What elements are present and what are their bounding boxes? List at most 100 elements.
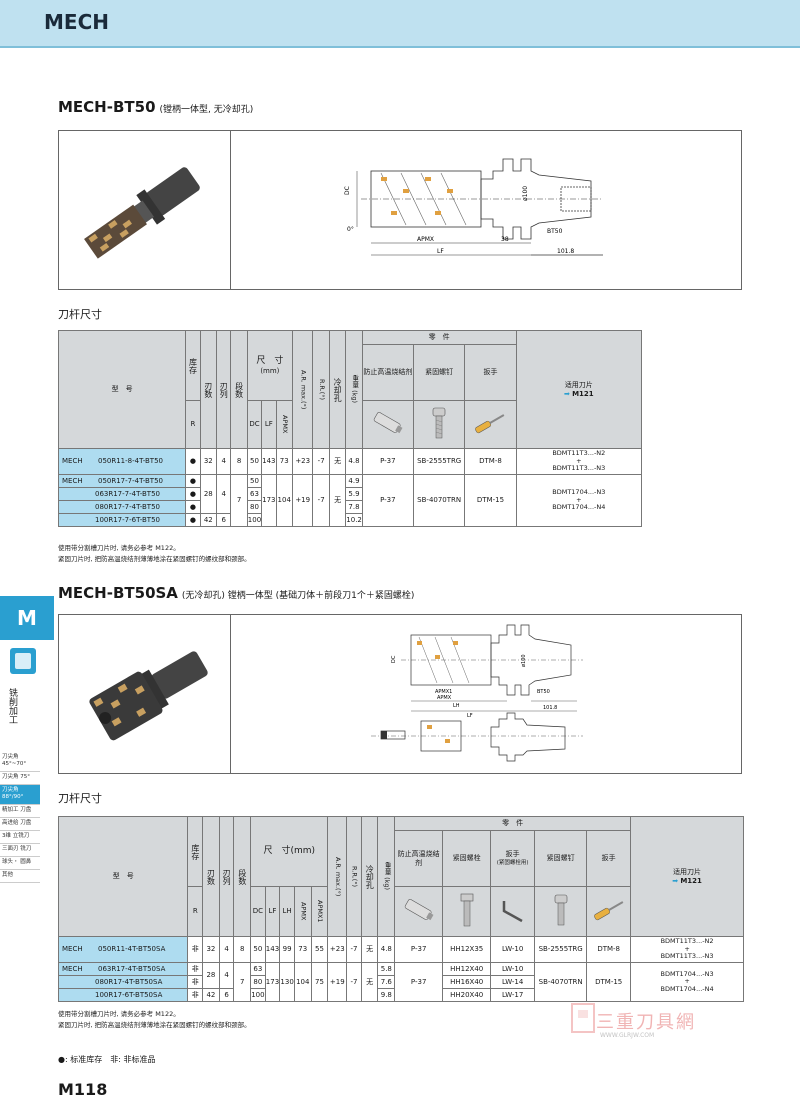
row-dc: 100: [246, 513, 263, 527]
row-model: 080R17-7-4T-BT50: [57, 500, 187, 514]
row-weight: 9.8: [377, 988, 396, 1002]
th-wrench-bolt: 扳手(紧固螺栓用): [490, 830, 536, 887]
row-rows: 6: [218, 988, 235, 1002]
th-ar: A.R. max.(°): [327, 816, 348, 937]
side-menu-item[interactable]: 刀尖角 45°~70°: [0, 752, 40, 772]
arrow-right-icon: ➡: [672, 876, 679, 885]
row-series: MECH: [62, 945, 83, 954]
section1-dims-title: 刀杆尺寸: [58, 308, 102, 321]
row-cool: 无: [360, 962, 379, 1002]
tool-photo-icon: [84, 167, 200, 259]
row-model: 063R17-7-4T-BT50: [57, 487, 187, 501]
wrench-icon: [464, 400, 517, 449]
section2-figure: DC ø100 APMX1 APMX LH LF BT50 101.8: [58, 614, 742, 774]
row-insert-2: BDMT11T3...-N3: [660, 952, 714, 961]
th-stock: 库存: [187, 816, 204, 887]
row-stock: 非: [187, 962, 204, 976]
side-tab-m[interactable]: M: [0, 596, 54, 640]
row-insert-plus: +: [684, 944, 690, 953]
th-wrench-bolt-text: 扳手: [505, 850, 520, 859]
row-insert-2: BDMT1704...-N4: [552, 503, 606, 512]
row-weight: 4.8: [377, 936, 396, 963]
th-apmx1: APMX1: [310, 886, 329, 937]
row-steps: 7: [230, 474, 248, 527]
row-stock: 非: [187, 988, 204, 1002]
dim-dc-label: DC: [391, 655, 397, 663]
dim-apmx-label: APMX: [437, 695, 452, 701]
row-model: MECH 050R11-4T-BT50SA: [57, 936, 189, 963]
row-apmx: 104: [275, 474, 293, 527]
dim-angle-label: 0°: [347, 226, 354, 233]
row-screw: SB-4070TRN: [412, 474, 466, 527]
th-dims-text: 尺 寸: [256, 356, 284, 367]
section2-title: MECH-BT50SA(无冷却孔) 镗柄一体型 (基础刀体＋前段刀1个＋紧固螺栓…: [58, 584, 414, 602]
section2-note1: 使用带分割槽刀片时, 请务必参考 M122。: [58, 1010, 180, 1018]
row-weight: 4.9: [345, 474, 363, 488]
section1-title-text: MECH-BT50: [58, 98, 156, 116]
row-model-code: 050R11-4T-BT50SA: [98, 945, 166, 954]
dim-dc-label: DC: [344, 186, 351, 195]
dim-lh-label: LH: [453, 703, 460, 709]
th-parts: 零 件: [361, 330, 517, 345]
row-model-code: 100R17-6T-BT50SA: [95, 990, 163, 999]
table-row: 080R17-4T-BT50SA 非 80 7.6 HH16X40 LW-14: [57, 975, 744, 989]
milling-icon: [10, 648, 36, 674]
side-menu-item[interactable]: 其他: [0, 870, 40, 883]
side-menu: 刀尖角 45°~70° 刀尖角 75° 刀尖角 88°/90° 精加工 刀盘 高…: [0, 752, 40, 883]
stock-legend: ●: 标准库存 非: 非标准品: [58, 1055, 156, 1064]
row-stock: 非: [187, 936, 204, 963]
th-insert-text: 适用刀片: [564, 381, 593, 390]
row-insert-1: BDMT11T3...-N2: [660, 937, 714, 946]
row-weight: 7.8: [345, 500, 363, 514]
dim-apmx-label: APMX: [417, 236, 434, 243]
row-model: 100R17-7-6T-BT50: [57, 513, 187, 527]
row-wrench: DTM-15: [464, 474, 517, 527]
th-wrench: 扳手: [586, 830, 632, 887]
row-wrench-bolt: LW-10: [490, 936, 536, 963]
row-teeth: 28: [202, 962, 220, 989]
section1-note2: 紧固刀片时, 把防高温烧结剂薄薄地涂在紧固螺钉的螺纹部和颈部。: [58, 555, 251, 563]
row-insert: BDMT11T3...-N2+BDMT11T3...-N3: [515, 448, 643, 475]
side-menu-item[interactable]: 3维 立铣刀: [0, 831, 40, 844]
th-lf: LF: [261, 400, 277, 449]
th-steps: 段数: [233, 816, 252, 937]
dim-phi-label: ø100: [521, 654, 527, 667]
dim-101-label: 101.8: [557, 248, 574, 255]
row-wrench-bolt: LW-10: [490, 962, 536, 976]
row-rr: -7: [312, 474, 330, 527]
row-model-code: 050R11-8-4T-BT50: [98, 457, 163, 466]
wrench-icon: [586, 886, 632, 937]
side-menu-item[interactable]: 三面刃 铣刀: [0, 844, 40, 857]
th-wrench-bolt-sub: (紧固螺栓用): [496, 860, 529, 867]
dim-101-label: 101.8: [543, 705, 557, 711]
side-menu-item[interactable]: 刀尖角 75°: [0, 772, 40, 785]
arrow-right-icon: ➡: [563, 389, 570, 398]
section1-table: 型 号 库存 刃数 刃列 段数 尺 寸(mm) A.R. max.(°) R.R…: [57, 330, 643, 527]
th-model: 型 号: [57, 816, 189, 937]
row-model-code: 080R17-4T-BT50SA: [95, 977, 163, 986]
row-dc: 80: [246, 500, 263, 514]
th-stock: 库存: [185, 330, 201, 401]
row-rows: 4: [218, 936, 235, 963]
side-category: 铣削加工: [7, 688, 17, 724]
screw-icon: [412, 400, 466, 449]
side-menu-item[interactable]: 高进给 刀盘: [0, 818, 40, 831]
row-wrench-bolt: LW-17: [490, 988, 536, 1002]
row-ar: +23: [327, 936, 348, 963]
side-menu-item[interactable]: 精加工 刀盘: [0, 805, 40, 818]
section1-drawing: DC 0° ø100 APMX 38 BT50 LF 101.8: [231, 131, 741, 289]
th-steps: 段数: [230, 330, 248, 449]
th-dc: DC: [250, 886, 266, 937]
row-teeth: 42: [199, 513, 218, 527]
th-parts: 零 件: [394, 816, 632, 831]
side-menu-item[interactable]: 球头・ 圆鼻: [0, 857, 40, 870]
row-screw: SB-2555TRG: [412, 448, 466, 475]
row-insert-1: BDMT1704...-N3: [660, 969, 714, 978]
section1-subtitle: (镗柄一体型, 无冷却孔): [159, 105, 254, 115]
side-menu-item-active[interactable]: 刀尖角 88°/90°: [0, 785, 40, 805]
dim-lf-label: LF: [467, 713, 473, 719]
